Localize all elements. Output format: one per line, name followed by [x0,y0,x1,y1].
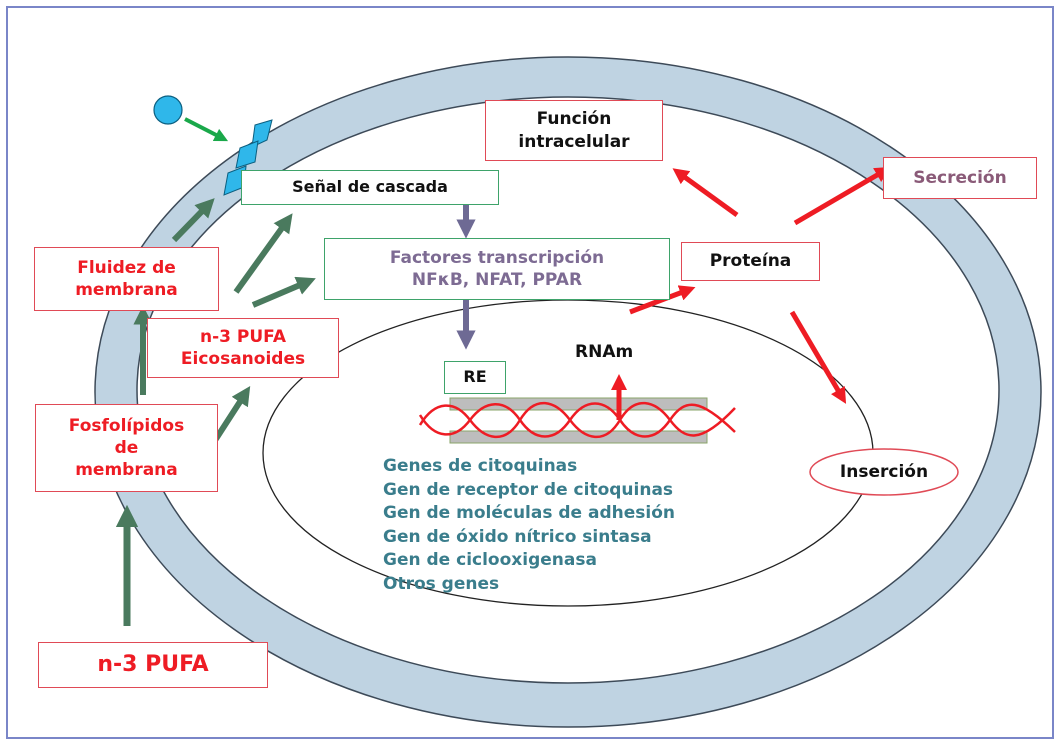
funcion-intracelular-box: Función intracelular [485,100,663,161]
arrow-rnam-to-proteina [629,285,696,315]
ligand-icon [153,95,183,125]
eicosanoides-box: n-3 PUFA Eicosanoides [147,318,339,378]
ligand-arrow [184,117,229,142]
secrecion-box: Secreción [883,157,1037,199]
n3-pufa-input-box: n-3 PUFA [38,642,268,688]
gene-item: Gen de óxido nítrico sintasa [383,526,652,547]
genes-list: Genes de citoquinas Gen de receptor de c… [383,455,675,596]
arrow-fluidez-to-receptor [171,198,215,243]
rnam-label: RNAm [575,342,634,362]
proteina-box: Proteína [681,242,820,281]
arrow-eicosanoides-to-senal [233,213,293,294]
gene-item: Gen de receptor de citoquinas [383,479,674,500]
insercion-label: Inserción [839,461,929,482]
gene-item: Gen de ciclooxigenasa [383,550,597,570]
re-box: RE [444,361,506,394]
insercion-ellipse [809,448,959,496]
fosfolipidos-box: Fosfolípidos de membrana [35,404,218,492]
receptor-icon [223,119,273,196]
arrow-proteina-to-secrecion [793,166,891,226]
gene-item: Gen de moléculas de adhesión [383,503,676,523]
gene-item: Otros genes [383,573,500,594]
arrow-proteina-to-funcion [672,168,739,218]
slide-frame [6,6,1054,739]
senal-de-cascada-box: Señal de cascada [241,170,499,205]
dna-icon [418,397,736,444]
arrow-eicosanoides-to-factores [251,276,316,308]
fluidez-box: Fluidez de membrana [34,247,219,311]
gene-item: Genes de citoquinas [383,456,578,476]
arrow-proteina-to-insercion [789,310,847,404]
factores-transcripcion-box: Factores transcripción NFκB, NFAT, PPAR [324,238,670,300]
